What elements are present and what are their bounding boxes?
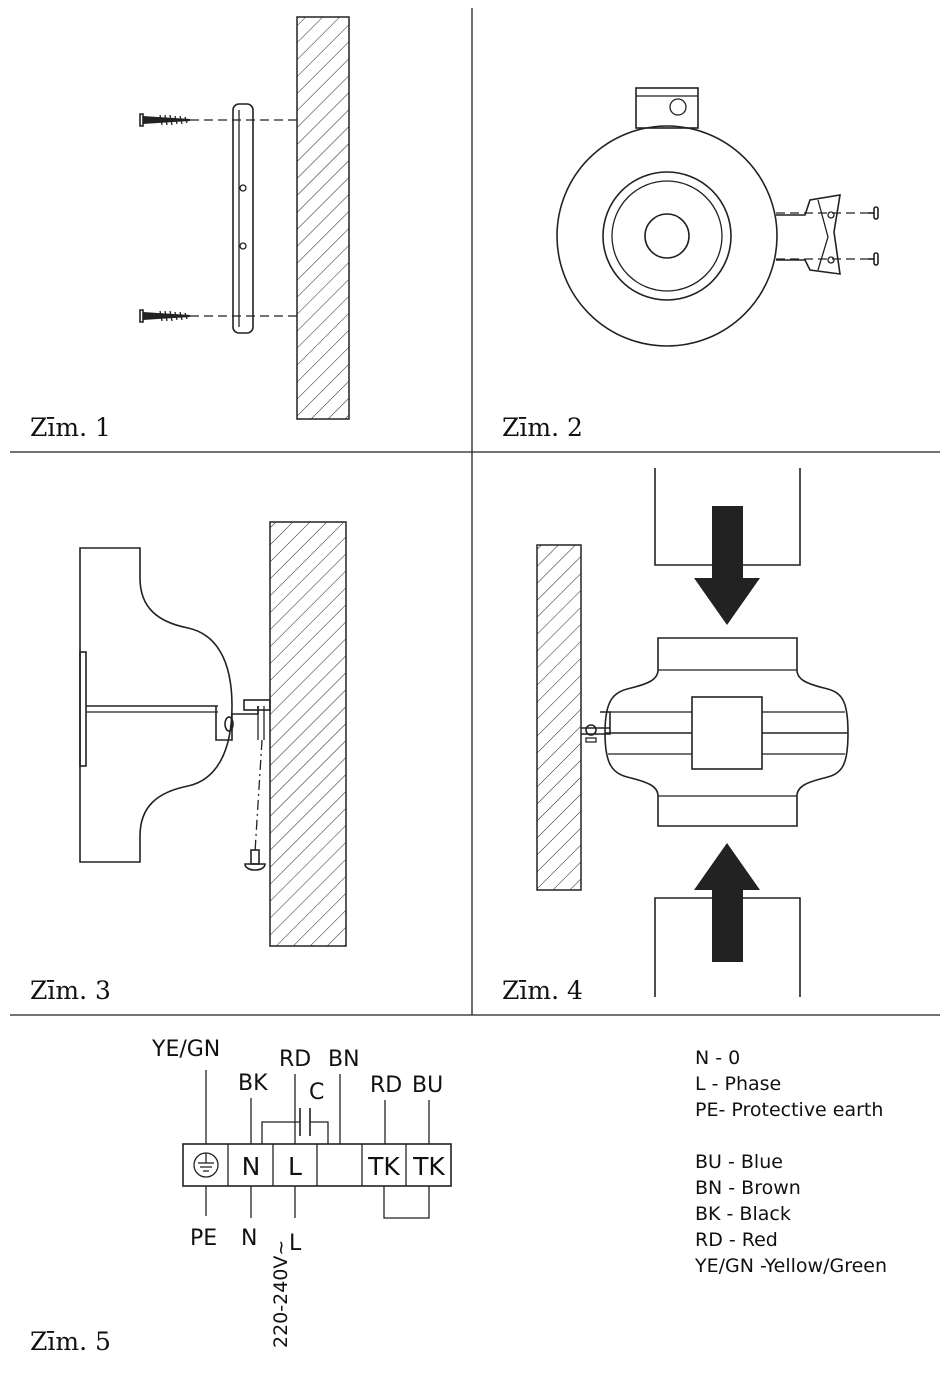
figure-4-fan-inline-duct: Zīm. 4 [502, 468, 848, 1005]
figure-4-caption: Zīm. 4 [502, 976, 583, 1005]
fan-inlet-inner [612, 181, 722, 291]
supply-voltage: 220-240V~ [270, 1240, 292, 1348]
supply-label-pe: PE [190, 1226, 217, 1251]
legend-line: N - 0 [695, 1047, 740, 1069]
capacitor-label: C [309, 1080, 324, 1105]
bolt-icon [245, 850, 265, 870]
figure-1-caption: Zīm. 1 [30, 413, 111, 442]
figure-2-fan-front-view: Zīm. 2 [502, 88, 878, 442]
legend-line: BK - Black [695, 1203, 791, 1225]
figure-3-caption: Zīm. 3 [30, 976, 111, 1005]
wire-label-rd-thermal: RD [370, 1073, 402, 1098]
fan-housing [557, 126, 777, 346]
legend-line: L - Phase [695, 1073, 781, 1095]
airflow-arrow-up [694, 843, 760, 962]
bracket-hole [240, 185, 246, 191]
bolt-icon [868, 207, 878, 219]
fan-inlet-outer [603, 172, 731, 300]
legend-line: YE/GN -Yellow/Green [694, 1255, 887, 1277]
side-mounting-bracket [776, 195, 840, 274]
screw-icon [140, 114, 190, 126]
terminal-tk: TK [367, 1152, 400, 1181]
legend-line: BU - Blue [695, 1151, 783, 1173]
figure-1-bracket-mounting: Zīm. 1 [30, 17, 349, 442]
legend-line: BN - Brown [695, 1177, 801, 1199]
supply-label-n: N [241, 1226, 257, 1251]
wire-label-bk: BK [238, 1071, 268, 1096]
wire-label-bn: BN [328, 1047, 360, 1072]
terminal-box [636, 88, 698, 128]
legend-line: RD - Red [695, 1229, 778, 1251]
figure-2-caption: Zīm. 2 [502, 413, 583, 442]
terminal-l: L [288, 1152, 302, 1181]
fan-motor-hub [645, 214, 689, 258]
terminal-box [692, 697, 762, 769]
wall-hatched [270, 522, 346, 946]
wire-label-bu: BU [412, 1073, 443, 1098]
bracket-profile [216, 706, 258, 740]
wall-hatched [537, 545, 581, 890]
figure-5-caption: Zīm. 5 [30, 1327, 111, 1356]
thermal-contact-jumper [384, 1186, 429, 1218]
screw-icon [140, 310, 190, 322]
bolt-icon [868, 253, 878, 265]
mounting-bracket [233, 104, 253, 333]
screw-guide-line [255, 740, 262, 852]
terminal-tk: TK [412, 1152, 445, 1181]
wire-label-rd-capacitor: RD [279, 1047, 311, 1072]
legend-line: PE- Protective earth [695, 1099, 883, 1121]
fan-housing-profile [80, 548, 232, 862]
wire-label-yegn: YE/GN [151, 1037, 220, 1062]
earth-ground-icon [194, 1153, 218, 1177]
figure-3-fan-side-mounting: Zīm. 3 [30, 522, 346, 1005]
wire-color-legend: N - 0 L - Phase PE- Protective earth BU … [694, 1047, 887, 1277]
bracket-hole [240, 243, 246, 249]
wall-hatched [297, 17, 349, 419]
figure-5-wiring-diagram: YE/GN BK RD BN C RD BU N L [30, 1037, 451, 1356]
terminal-n: N [242, 1152, 261, 1181]
